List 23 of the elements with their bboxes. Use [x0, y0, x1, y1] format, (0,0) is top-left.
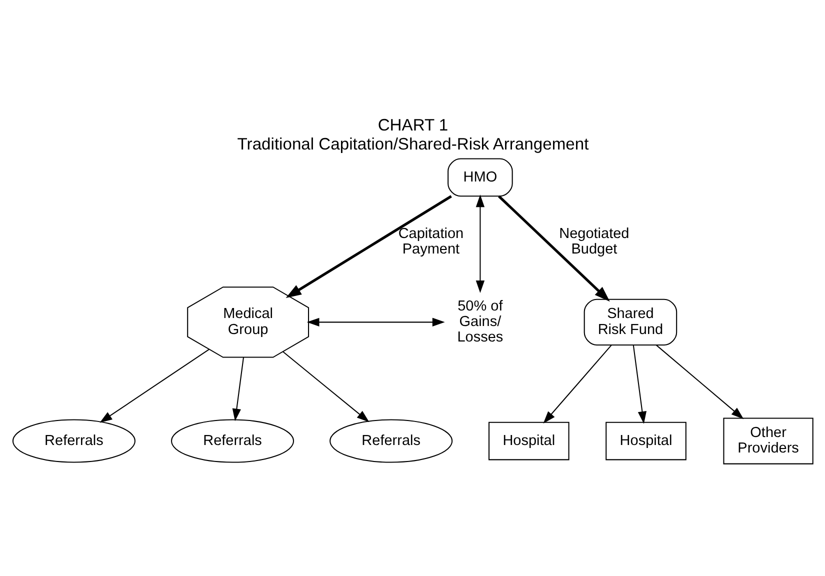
- arrow: [542, 344, 612, 423]
- node-box: Hospital: [488, 421, 569, 460]
- caption: Traditional Capitation/Shared-Risk Arrangement: [236, 134, 588, 153]
- node-ellipse: Referrals: [170, 418, 294, 462]
- arrow: [282, 350, 369, 422]
- arrow: [498, 194, 610, 302]
- arrow: [99, 348, 209, 422]
- node-box: Other Providers: [722, 417, 813, 464]
- arrow: [475, 194, 484, 292]
- node-box: Shared Risk Fund: [583, 298, 677, 345]
- arrow: [285, 194, 452, 298]
- arrow: [632, 344, 646, 424]
- node-ellipse: Referrals: [329, 418, 452, 462]
- arrow: [306, 317, 444, 326]
- edge-label: Negotiated Budget: [558, 225, 629, 257]
- node-box: HMO: [447, 158, 512, 196]
- arrow: [656, 344, 744, 419]
- diagram-title: CHART 1: [377, 115, 448, 134]
- node-text: 50% of Gains/ Losses: [456, 298, 503, 346]
- node-ellipse: Referrals: [12, 418, 135, 462]
- node-box: Hospital: [605, 421, 686, 460]
- arrow: [232, 356, 244, 421]
- edge-label: Capitation Payment: [398, 225, 464, 257]
